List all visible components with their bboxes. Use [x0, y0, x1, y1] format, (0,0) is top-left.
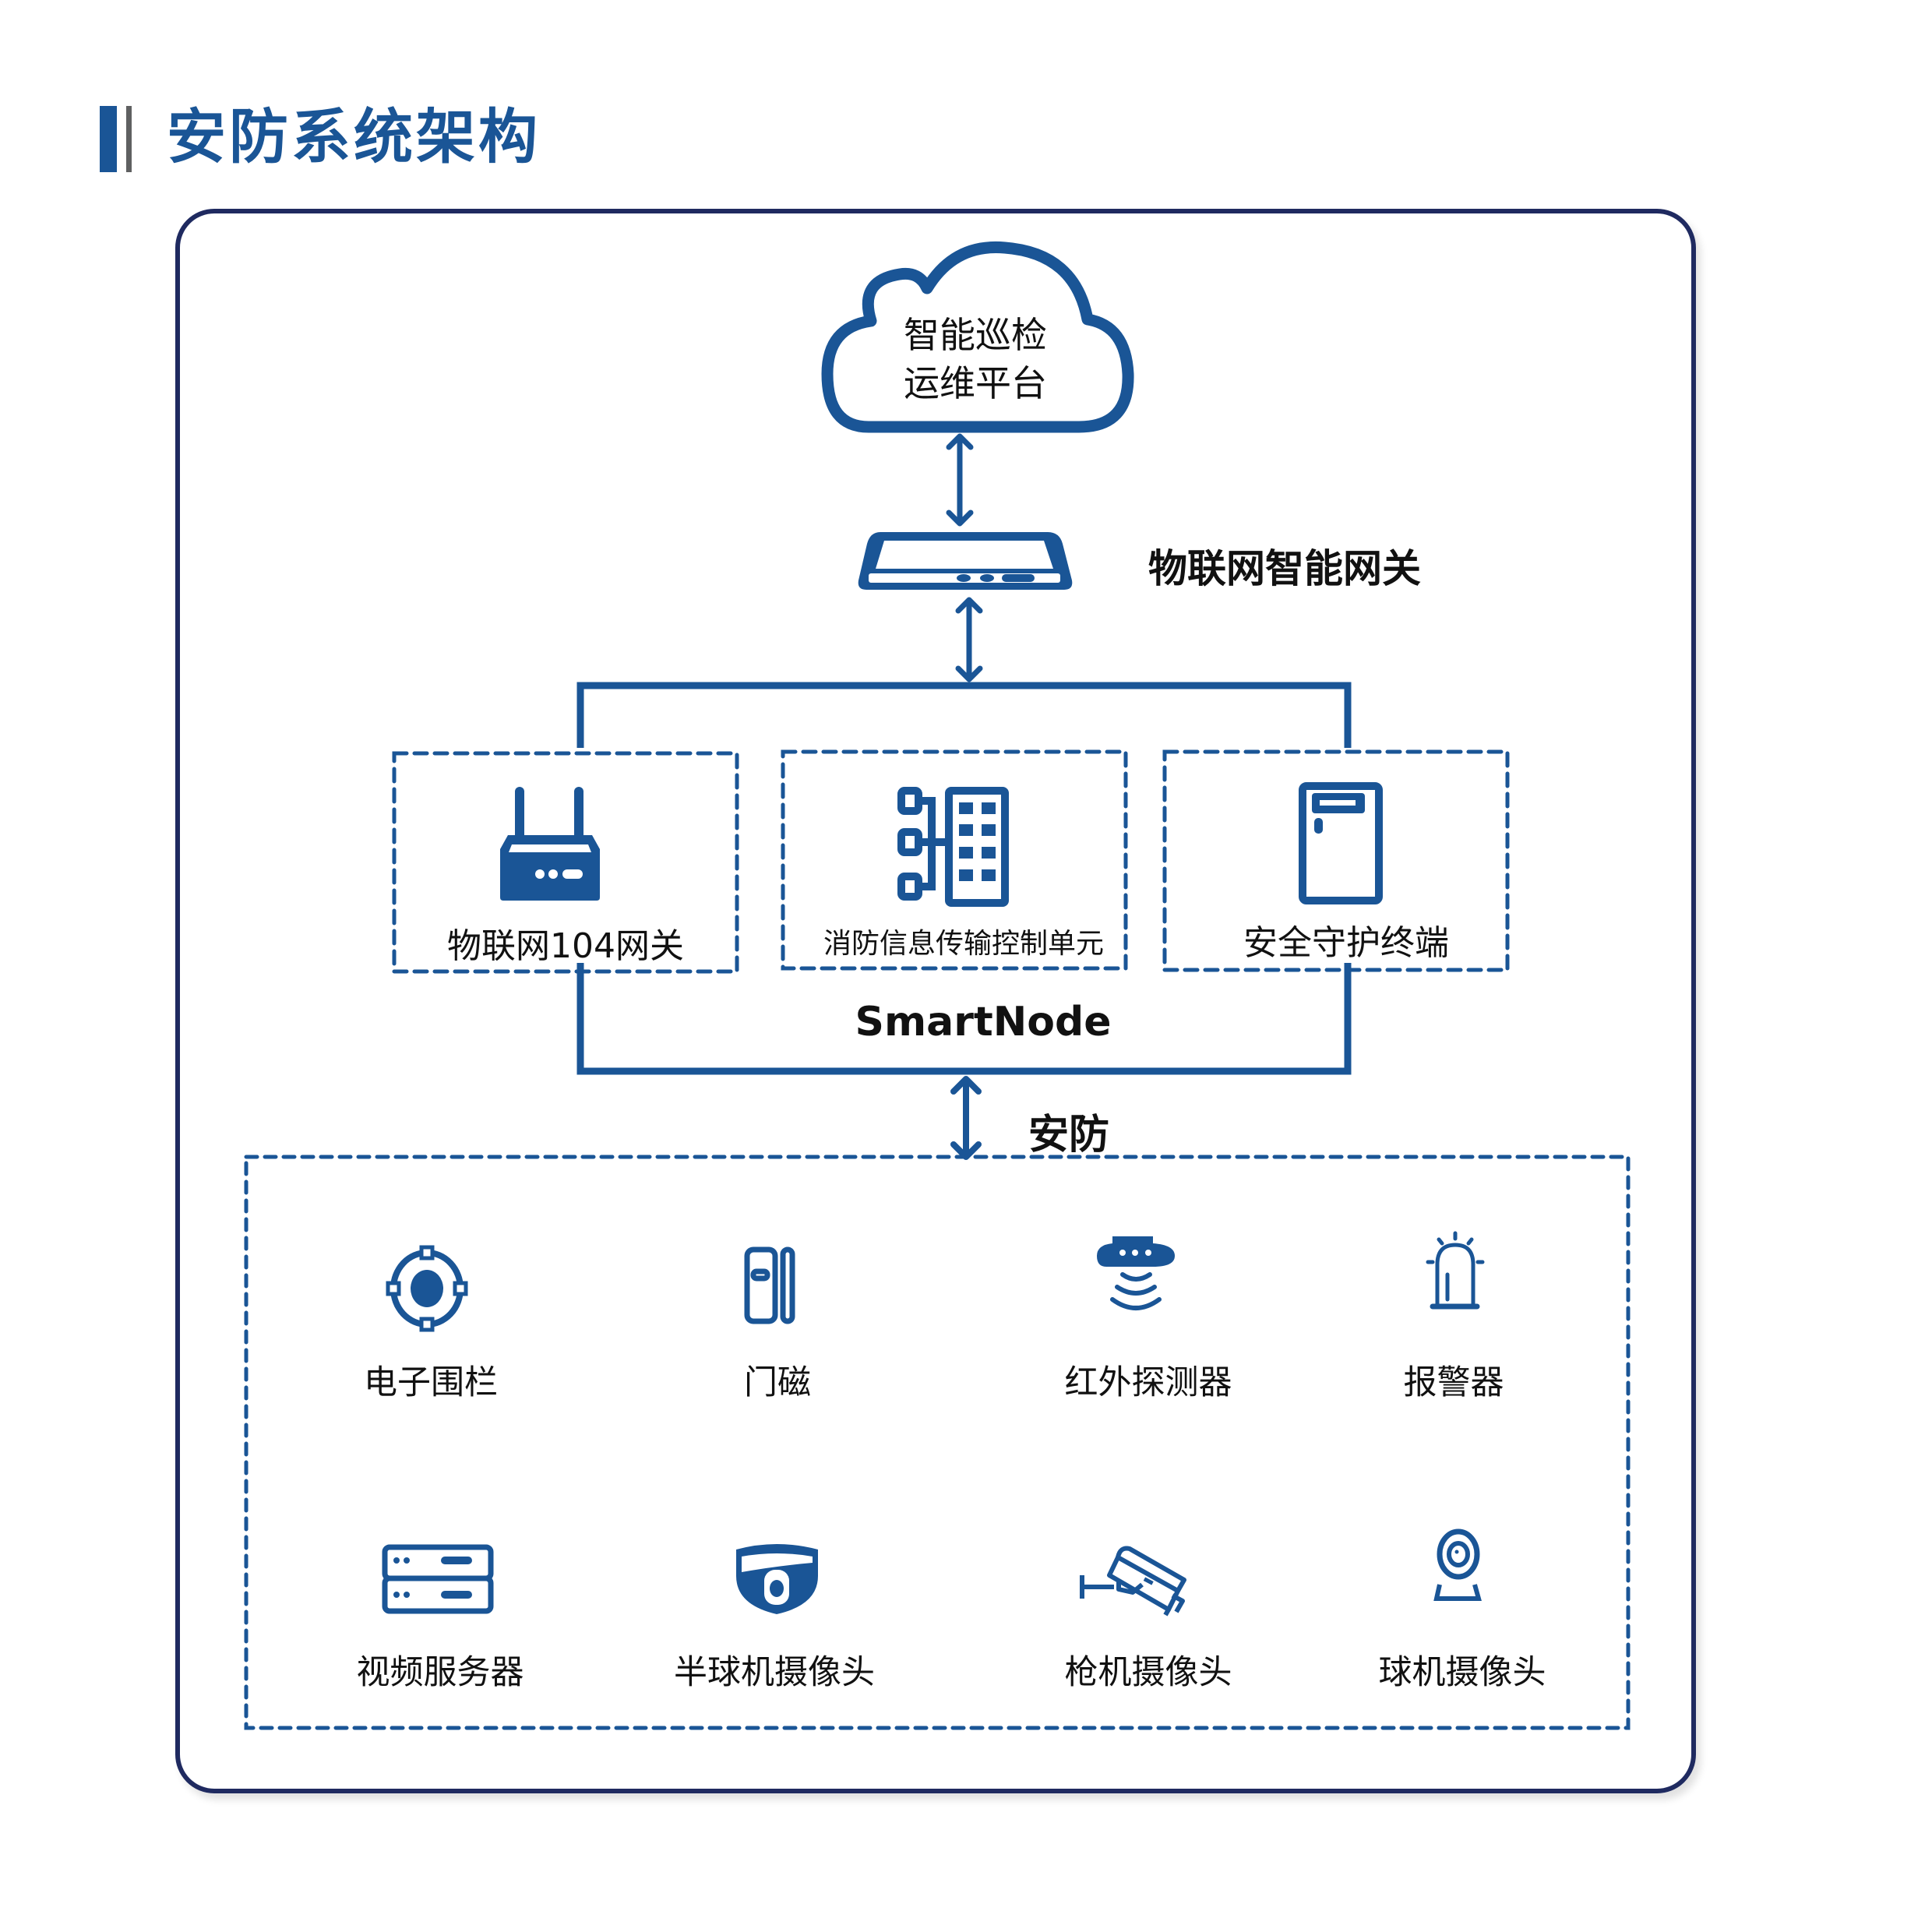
- gateway-device-icon: [858, 532, 1073, 590]
- smartnode-bottom-bracket: [576, 963, 1352, 1075]
- ball-camera-icon: [1433, 1528, 1482, 1601]
- smartnode-top-bracket: [576, 682, 1352, 748]
- device-label-dome-camera: 半球机摄像头: [674, 1653, 875, 1692]
- module-label-fire-unit: 消防信息传输控制单元: [823, 928, 1105, 960]
- cloud-label-line1: 智能巡检: [904, 314, 1047, 356]
- smartnode-label: SmartNode: [855, 999, 1112, 1045]
- module-label-104-gateway: 物联网104网关: [447, 926, 684, 966]
- bullet-camera-icon: [1080, 1546, 1186, 1617]
- device-label-alarm: 报警器: [1403, 1363, 1504, 1402]
- cabinet-terminal-icon: [1299, 782, 1383, 904]
- video-server-icon: [382, 1544, 494, 1614]
- module-box-104-gateway: [392, 751, 739, 974]
- dome-camera-icon: [736, 1544, 818, 1614]
- title-accent-bar-secondary: [126, 106, 132, 172]
- building-network-icon: [897, 787, 1009, 907]
- security-devices-box: [244, 1155, 1631, 1730]
- title-accent-bar: [100, 106, 117, 172]
- alarm-beacon-icon: [1426, 1231, 1485, 1310]
- infrared-detector-icon: [1097, 1236, 1175, 1310]
- electronic-fence-icon: [386, 1245, 468, 1332]
- door-sensor-icon: [744, 1246, 795, 1324]
- device-label-video-server: 视频服务器: [356, 1653, 524, 1692]
- device-label-electronic-fence: 电子围栏: [364, 1363, 498, 1402]
- router-icon: [500, 787, 600, 901]
- gateway-label: 物联网智能网关: [1148, 546, 1421, 591]
- security-label: 安防: [1028, 1112, 1110, 1158]
- module-box-security-terminal: [1162, 749, 1510, 972]
- diagram-frame: [175, 209, 1696, 1793]
- device-label-door-sensor: 门磁: [744, 1363, 811, 1402]
- device-label-ball-camera: 球机摄像头: [1378, 1653, 1546, 1692]
- page-title: 安防系统架构: [167, 102, 541, 171]
- device-label-bullet-camera: 枪机摄像头: [1064, 1653, 1232, 1692]
- module-box-fire-unit: [781, 749, 1128, 971]
- cloud-icon: [821, 241, 1134, 433]
- device-label-infrared-detector: 红外探测器: [1064, 1363, 1232, 1402]
- cloud-label-line2: 运维平台: [904, 362, 1047, 404]
- module-label-security-terminal: 安全守护终端: [1243, 923, 1449, 963]
